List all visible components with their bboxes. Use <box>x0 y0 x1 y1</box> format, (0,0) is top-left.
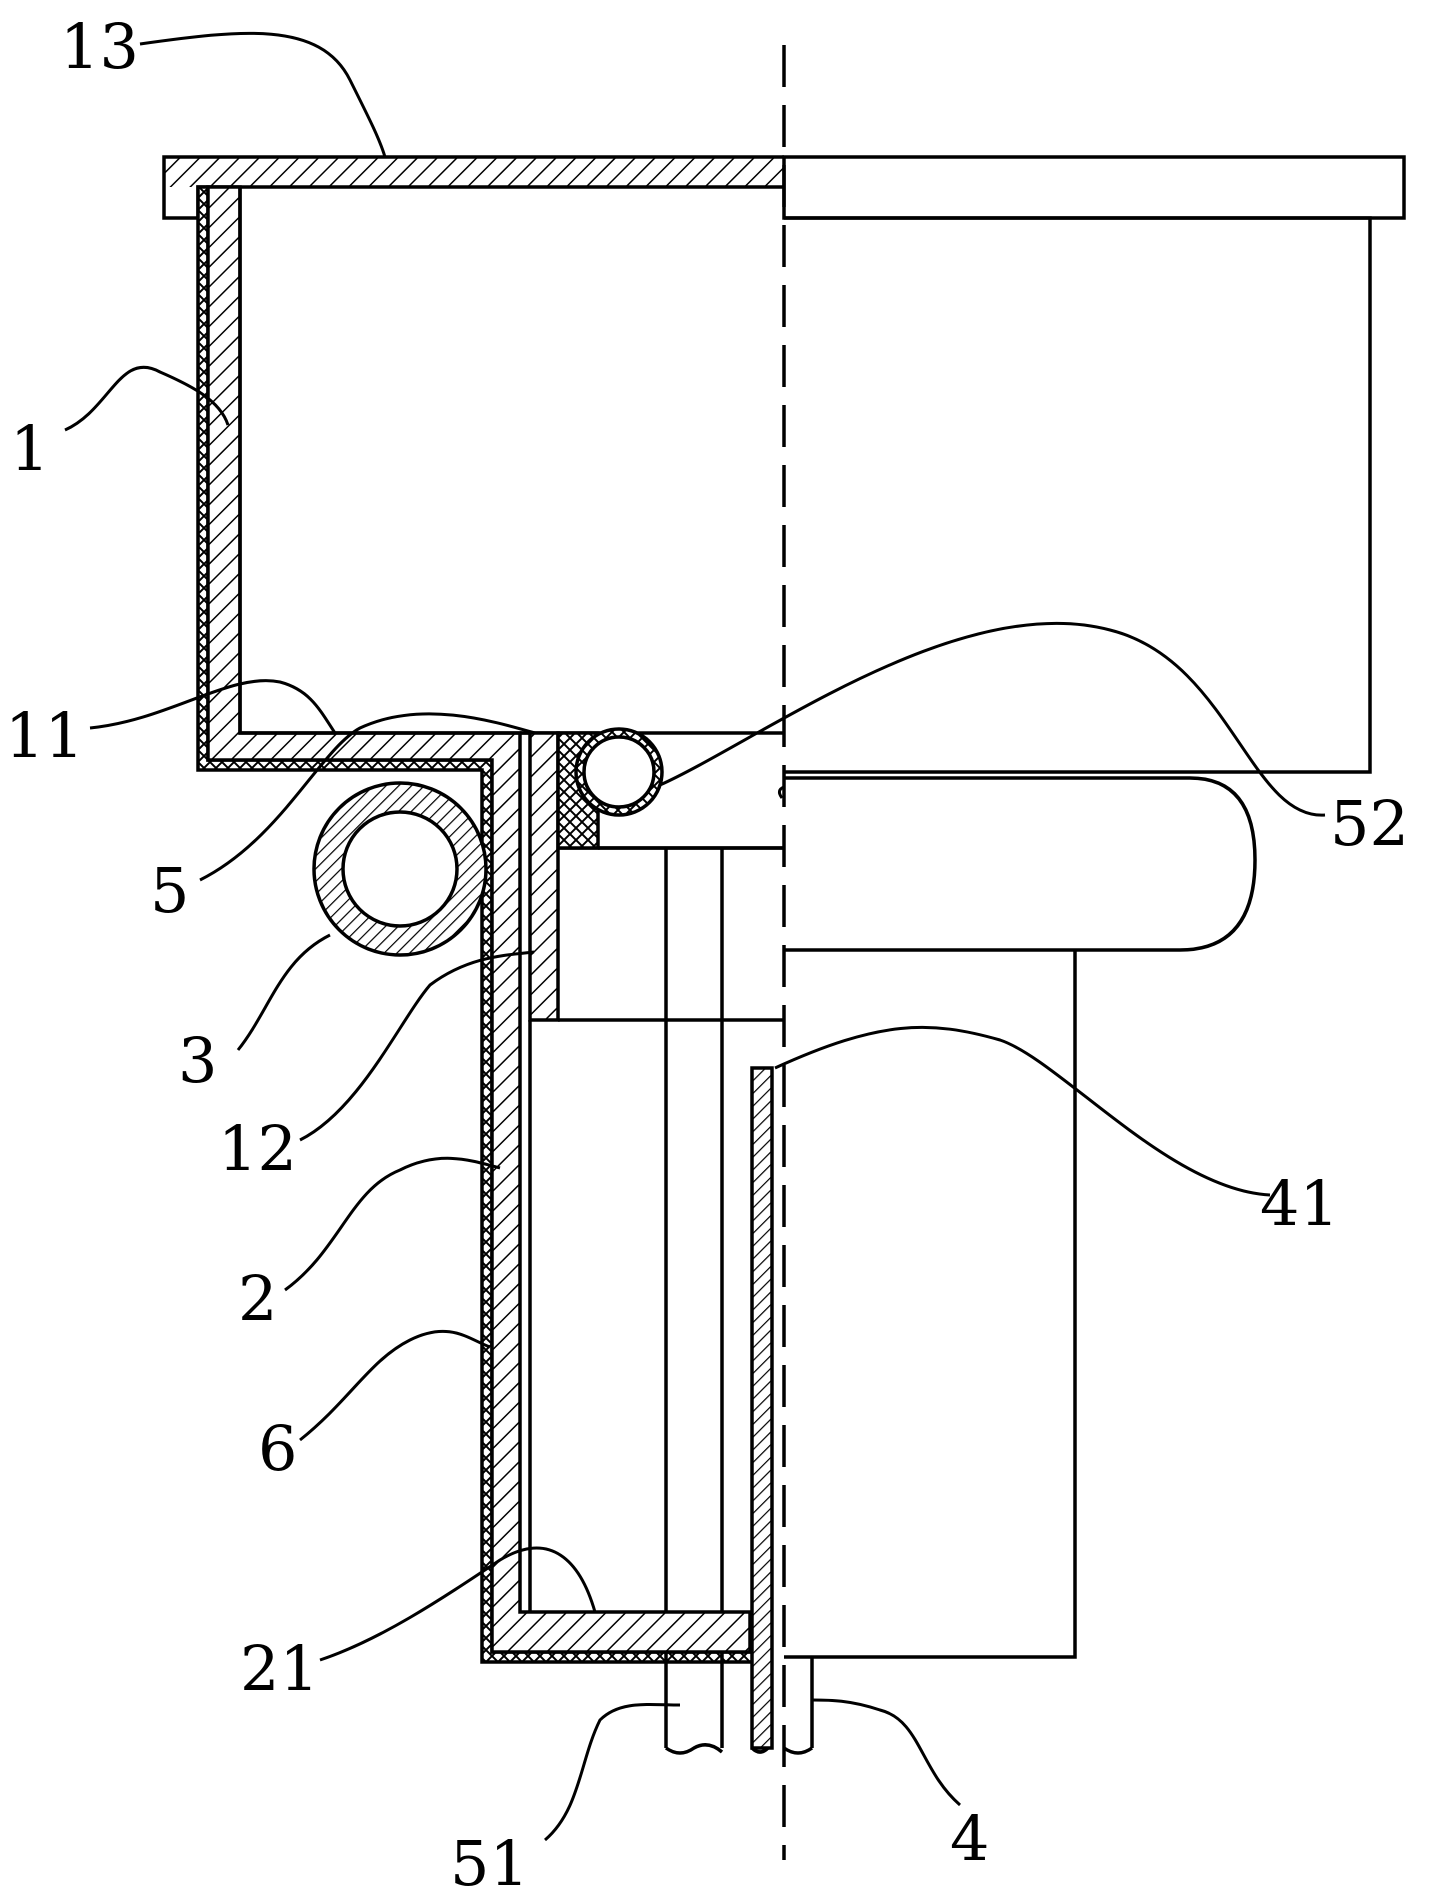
leader-4 <box>811 1698 961 1807</box>
label-12: 12 <box>218 1112 297 1185</box>
large-pipe-part-3 <box>312 781 488 957</box>
leader-11 <box>89 679 337 734</box>
leader-13 <box>139 31 387 158</box>
label-11: 11 <box>5 699 84 772</box>
leader-51 <box>544 1702 681 1842</box>
part-labels: 13 1 11 5 3 12 2 6 21 51 4 41 52 <box>5 10 1409 1900</box>
leader-52 <box>659 621 1326 817</box>
label-5: 5 <box>150 854 189 927</box>
leader-3 <box>236 933 331 1051</box>
right-lobe <box>777 776 1257 952</box>
leader-5 <box>199 712 536 882</box>
label-6: 6 <box>258 1412 297 1485</box>
leader-12 <box>299 950 535 1142</box>
leader-21 <box>319 1546 597 1662</box>
label-21: 21 <box>240 1632 319 1705</box>
right-lower-block <box>784 950 1077 1659</box>
inner-rib-part-12 <box>520 731 560 1612</box>
label-1: 1 <box>10 412 49 485</box>
label-51: 51 <box>450 1827 529 1900</box>
plate-part-41 <box>750 1066 774 1754</box>
label-52: 52 <box>1330 787 1409 860</box>
leader-6 <box>299 1329 491 1442</box>
top-flange <box>162 155 1406 220</box>
label-2: 2 <box>238 1262 277 1335</box>
leader-41 <box>774 1025 1271 1197</box>
label-41: 41 <box>1260 1167 1339 1240</box>
pipe-part-4 <box>782 1657 814 1755</box>
lower-vessel-part-2 <box>558 846 784 1755</box>
small-pipe-part-52 <box>556 727 784 850</box>
label-3: 3 <box>178 1024 217 1097</box>
upper-chamber <box>784 216 1372 774</box>
label-4: 4 <box>950 1802 989 1875</box>
label-13: 13 <box>60 10 139 83</box>
leader-2 <box>284 1156 501 1292</box>
leader-1 <box>64 365 230 432</box>
